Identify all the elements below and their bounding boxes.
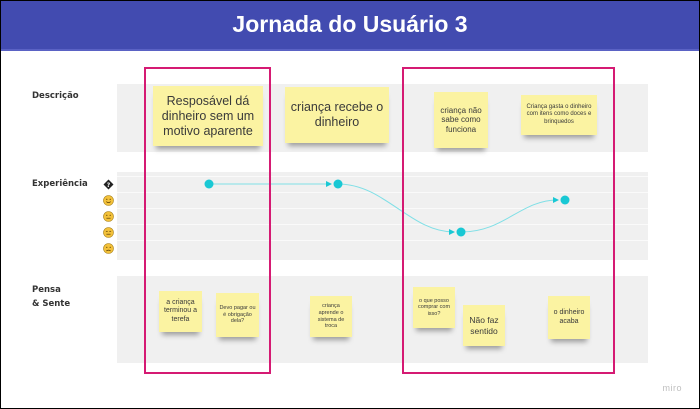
sticky-text: Resposável dá dinheiro sem um motivo apa…	[161, 93, 255, 138]
row-label-descricao: Descrição	[32, 91, 79, 101]
experience-gridline	[117, 224, 648, 225]
row-label-pensa: Pensa	[32, 285, 61, 295]
experience-gridline	[117, 208, 648, 209]
experience-gridline	[117, 192, 648, 193]
svg-text:?: ?	[107, 182, 111, 189]
sticky-note[interactable]: Resposável dá dinheiro sem um motivo apa…	[153, 86, 263, 146]
board-title: Jornada do Usuário 3	[1, 1, 699, 51]
unknown-glyph-icon: ?	[103, 179, 114, 190]
row-label-experiencia: Experiência	[32, 179, 88, 189]
sticky-note[interactable]: criança não sabe como funciona	[434, 92, 488, 148]
sticky-text: o que posso comprar com isso?	[417, 297, 451, 317]
sticky-text: a criança terminou a terefa	[163, 298, 198, 323]
experience-gridline	[117, 176, 648, 177]
experience-gridline	[117, 240, 648, 241]
sticky-note[interactable]: Devo pagar ou é obrigação dela?	[216, 293, 259, 337]
sticky-text: o dinheiro acaba	[553, 309, 585, 325]
journey-point[interactable]	[333, 179, 343, 189]
sticky-note[interactable]: Não faz sentido	[463, 305, 505, 346]
row-label-sente: & Sente	[32, 299, 71, 309]
sticky-text: criança aprende o sistema de troca	[317, 303, 345, 330]
expressionless-face-icon	[103, 227, 114, 238]
sticky-text: criança não sabe como funciona	[440, 105, 482, 134]
sticky-note[interactable]: a criança terminou a terefa	[159, 291, 202, 332]
journey-point[interactable]	[560, 195, 570, 205]
journey-point[interactable]	[456, 227, 466, 237]
row-label-pensa-sente: Pensa & Sente	[32, 283, 70, 311]
sticky-note[interactable]: criança aprende o sistema de troca	[310, 296, 352, 337]
sticky-text: criança recebe o dinheiro	[290, 100, 384, 129]
sticky-text: Criança gasta o dinheiro com itens como …	[526, 104, 592, 125]
journey-point[interactable]	[204, 179, 214, 189]
miro-watermark: miro	[662, 383, 682, 393]
sticky-text: Devo pagar ou é obrigação dela?	[219, 305, 256, 325]
highlight-box-right[interactable]	[402, 67, 615, 374]
sad-face-icon	[103, 243, 114, 254]
neutral-face-icon	[103, 211, 114, 222]
sticky-note[interactable]: o dinheiro acaba	[548, 296, 590, 339]
sticky-note[interactable]: criança recebe o dinheiro	[285, 87, 389, 143]
sticky-text: Não faz sentido	[469, 315, 499, 336]
highlight-box-left[interactable]	[144, 67, 271, 374]
sticky-note[interactable]: o que posso comprar com isso?	[413, 287, 455, 328]
happy-face-icon	[103, 195, 114, 206]
sticky-note[interactable]: Criança gasta o dinheiro com itens como …	[521, 95, 597, 135]
